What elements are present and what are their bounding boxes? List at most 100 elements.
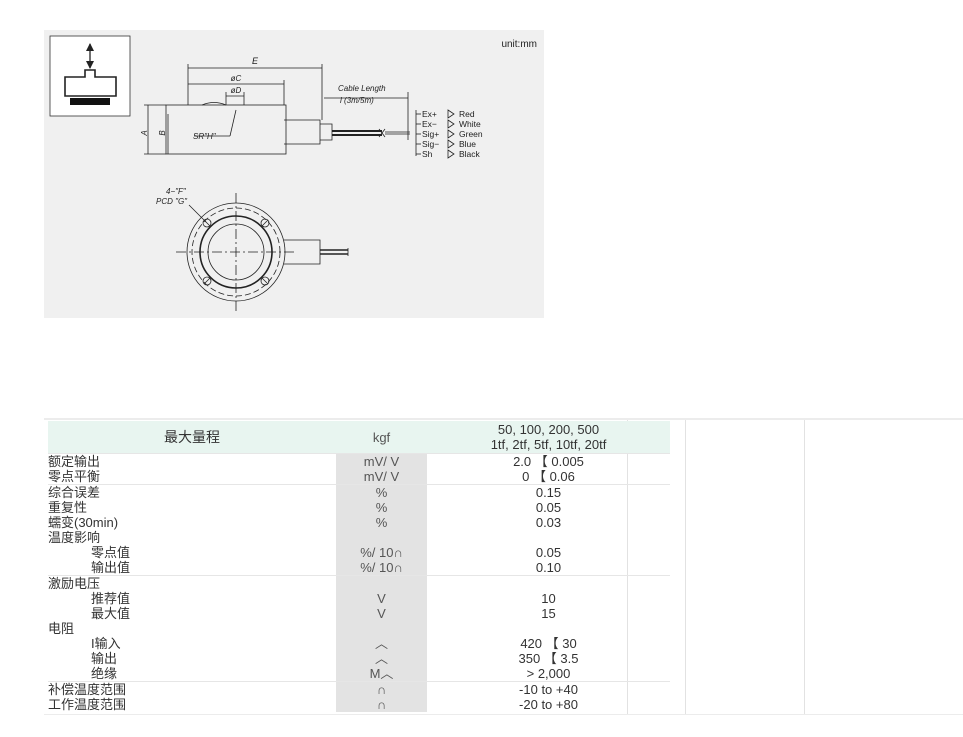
table-row: 输出值 %/ 10∩ 0.10 <box>48 560 670 576</box>
row-unit: ∩ <box>336 697 427 712</box>
row-value: 0.03 <box>535 515 562 530</box>
row-unit <box>336 530 427 545</box>
dim-sr: SR"H" <box>193 132 217 141</box>
table-row: 重复性% 0.05 <box>48 500 670 515</box>
table-header: 最大量程 kgf 50, 100, 200, 500 1tf, 2tf, 5tf… <box>48 421 670 454</box>
table-row: 工作温度范围 ∩ -20 to +80 <box>48 697 670 712</box>
row-unit <box>336 575 427 591</box>
wire-color: Black <box>459 149 481 159</box>
row-unit: % <box>336 500 427 515</box>
row-value: -10 to +40 <box>427 681 670 697</box>
row-unit: ︿ <box>336 636 427 651</box>
row-label: 绝缘 <box>91 666 118 681</box>
dim-a: A <box>140 130 149 136</box>
header-value-line: 50, 100, 200, 500 <box>497 422 600 437</box>
table-row: 推荐值 V 10 <box>48 591 670 606</box>
row-unit: V <box>336 606 427 621</box>
table-row: 激励电压 <box>48 575 670 591</box>
table-row: 电阻 <box>48 621 670 636</box>
row-unit: %/ 10∩ <box>336 545 427 560</box>
cable-length-label: Cable Length <box>338 84 386 93</box>
table-row: 输出 ︿ 350 【 3.5 <box>48 651 670 666</box>
row-value: 420 【 30 <box>520 636 577 651</box>
row-label: 工作温度范围 <box>48 697 127 712</box>
dim-e: E <box>252 56 259 66</box>
row-label: 输出 <box>91 651 118 666</box>
wire-signal: Sig+ <box>422 129 439 139</box>
side-view <box>144 64 417 156</box>
header-value-line: 1tf, 2tf, 5tf, 10tf, 20tf <box>490 437 607 452</box>
row-label: 综合误差 <box>48 484 336 500</box>
row-value: 0.10 <box>535 560 562 575</box>
hole-count: 4−"F" <box>166 187 187 196</box>
top-view <box>176 193 349 311</box>
row-unit: M︿ <box>336 666 427 682</box>
load-direction-icon <box>49 35 131 117</box>
row-value: > 2,000 <box>526 666 571 681</box>
spec-table: 最大量程 kgf 50, 100, 200, 500 1tf, 2tf, 5tf… <box>48 421 670 712</box>
unit-label: unit:mm <box>501 39 537 50</box>
row-label: 蠕变(30min) <box>48 515 119 530</box>
wire-color: White <box>459 119 481 129</box>
wire-signal: Ex− <box>422 119 437 129</box>
row-value: 0 【 0.06 <box>522 469 575 484</box>
row-label: 补偿温度范围 <box>48 681 336 697</box>
row-label: 重复性 <box>48 500 88 515</box>
dim-c: øC <box>231 74 242 83</box>
row-label: 零点平衡 <box>48 469 101 484</box>
row-value: -20 to +80 <box>519 697 578 712</box>
spec-table-panel: 最大量程 kgf 50, 100, 200, 500 1tf, 2tf, 5tf… <box>44 418 963 715</box>
wire-signal: Sig− <box>422 139 439 149</box>
row-unit: %/ 10∩ <box>336 560 427 576</box>
table-row: 温度影响 <box>48 530 670 545</box>
row-unit: % <box>336 515 427 530</box>
table-row: 蠕变(30min)% 0.03 <box>48 515 670 530</box>
row-unit: V <box>336 591 427 606</box>
cable-length-value: l (3m/5m) <box>340 96 374 105</box>
row-label: 温度影响 <box>48 530 101 545</box>
row-label: 额定输出 <box>48 453 336 469</box>
row-value: 350 【 3.5 <box>518 651 579 666</box>
wire-color: Red <box>459 109 475 119</box>
row-value: 0.05 <box>535 545 562 560</box>
table-row: I输入 ︿ 420 【 30 <box>48 636 670 651</box>
row-value: 2.0 【 0.005 <box>427 453 670 469</box>
row-label: 激励电压 <box>48 575 336 591</box>
header-values: 50, 100, 200, 500 1tf, 2tf, 5tf, 10tf, 2… <box>427 421 670 454</box>
header-label: 最大量程 <box>48 421 336 454</box>
dimension-drawing: unit:mm <box>44 30 544 318</box>
wire-color: Green <box>459 129 483 139</box>
row-label: 零点值 <box>91 545 131 560</box>
wire-signal: Ex+ <box>422 109 437 119</box>
row-value: 0.15 <box>427 484 670 500</box>
wire-table <box>416 109 455 159</box>
row-value <box>427 530 670 545</box>
row-label: 电阻 <box>48 621 75 636</box>
wire-color: Blue <box>459 139 476 149</box>
table-row: 零点值 %/ 10∩ 0.05 <box>48 545 670 560</box>
row-value <box>427 621 670 636</box>
row-label: 输出值 <box>91 560 131 575</box>
row-value: 0.05 <box>535 500 562 515</box>
row-unit: % <box>336 484 427 500</box>
row-unit: ∩ <box>336 681 427 697</box>
row-value <box>427 575 670 591</box>
dim-b: B <box>158 130 167 136</box>
row-unit: mV/ V <box>336 469 427 485</box>
table-row: 绝缘 M︿ > 2,000 <box>48 666 670 682</box>
row-unit: ︿ <box>336 651 427 666</box>
row-label: I输入 <box>91 636 121 651</box>
hole-pcd: PCD "G" <box>156 197 188 206</box>
row-unit: mV/ V <box>336 453 427 469</box>
table-row: 零点平衡 mV/ V 0 【 0.06 <box>48 469 670 485</box>
dim-d: øD <box>231 86 242 95</box>
row-label: 推荐值 <box>91 591 131 606</box>
row-value: 10 <box>541 591 556 606</box>
row-value: 15 <box>541 606 556 621</box>
row-unit <box>336 621 427 636</box>
wire-signal: Sh <box>422 149 433 159</box>
table-row: 综合误差%0.15 <box>48 484 670 500</box>
table-row: 补偿温度范围∩-10 to +40 <box>48 681 670 697</box>
